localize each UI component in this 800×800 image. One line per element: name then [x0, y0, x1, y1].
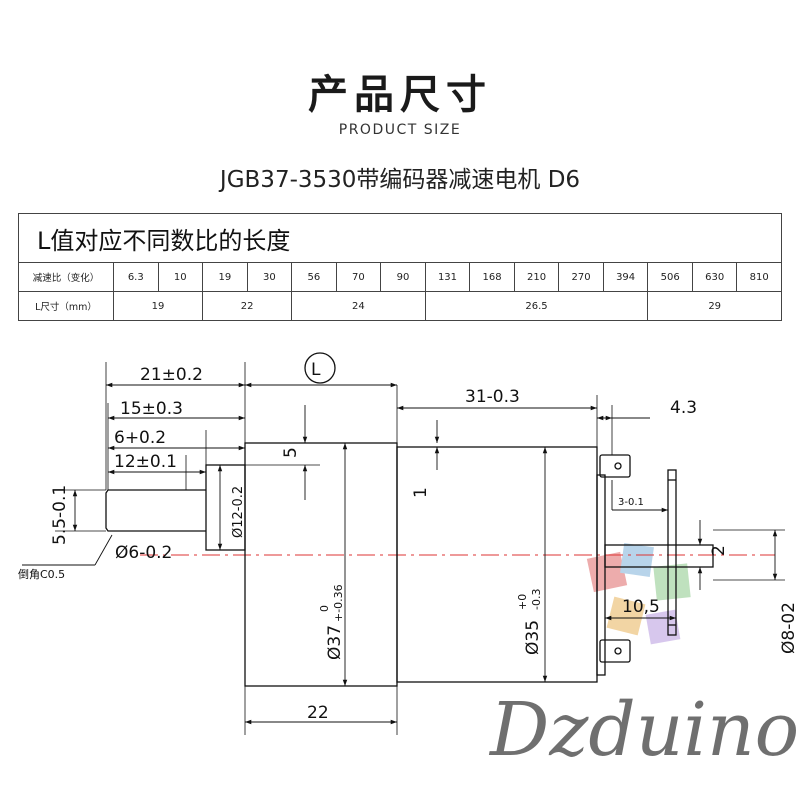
dim-1: 1 [411, 487, 431, 498]
dim-10-5: 10,5 [622, 597, 660, 617]
dim-5: 5 [281, 447, 301, 458]
ratio-cell: 6.3 [113, 262, 159, 292]
encoder-board [596, 474, 606, 676]
dim-phi8: Ø8-02 [779, 602, 799, 654]
page-title: 产品尺寸 [308, 72, 492, 118]
length-cell: 19 [112, 291, 204, 321]
dim-21: 21±0.2 [140, 365, 203, 385]
motor-outline [105, 442, 714, 687]
dim-4-3: 4.3 [670, 398, 697, 418]
ratio-cell: 630 [691, 262, 738, 292]
motor-dimension-drawing: Dzduino [18, 352, 799, 773]
dim-phi12: Ø12-0.2 [231, 486, 246, 538]
motor-body [396, 446, 598, 683]
dim-3: 3-0.1 [618, 497, 644, 508]
ratio-cell: 56 [291, 262, 337, 292]
ratio-cell: 90 [380, 262, 426, 292]
length-cell: 26.5 [424, 291, 649, 321]
dim-6: 6+0.2 [114, 428, 166, 448]
model-name: JGB37-3530带编码器减速电机 D6 [219, 167, 581, 193]
ratio-cell: 30 [246, 262, 293, 292]
dim-22: 22 [307, 703, 329, 723]
dim-phi37-tol-up: 0 [318, 605, 331, 612]
dim-31: 31-0.3 [465, 387, 520, 407]
ratio-cell: 131 [424, 262, 471, 292]
dim-phi35: Ø35 [523, 620, 543, 655]
ratio-cell: 210 [513, 262, 560, 292]
dim-phi37: Ø37 [325, 625, 345, 660]
ratio-cell: 270 [558, 262, 604, 292]
dim-phi35-tol-low: -0.3 [530, 589, 543, 610]
gearbox-body [244, 442, 398, 687]
dim-5-5: 5.5-0.1 [50, 485, 70, 545]
length-cell: 24 [291, 291, 426, 321]
dim-phi37-tol-low: +-0.36 [332, 584, 345, 622]
watermark-logo [586, 543, 691, 645]
dim-2: 2 [709, 545, 729, 556]
watermark-text: Dzduino [488, 687, 799, 773]
ratio-cell: 10 [157, 262, 204, 292]
shaft-boss [205, 464, 246, 551]
dim-l: L [311, 360, 321, 380]
length-cell: 22 [202, 291, 293, 321]
table-heading: L值对应不同数比的长度 [18, 213, 782, 263]
length-row-label: L尺寸（mm） [18, 291, 114, 321]
encoder-shaft [604, 544, 714, 568]
chamfer-note: 倒角C0.5 [18, 568, 65, 581]
ratio-cell: 810 [736, 262, 782, 292]
encoder-disc [667, 469, 677, 636]
ratio-cell: 506 [647, 262, 693, 292]
dim-phi6: Ø6-0.2 [115, 543, 172, 563]
dim-15: 15±0.3 [120, 399, 183, 419]
ratio-cell: 168 [469, 262, 515, 292]
dim-12: 12±0.1 [114, 452, 177, 472]
l-marker-circle [304, 352, 336, 384]
ratio-cell: 70 [335, 262, 382, 292]
length-cell: 29 [647, 291, 782, 321]
ratio-cell: 394 [602, 262, 649, 292]
output-shaft [105, 489, 206, 532]
page-subtitle: PRODUCT SIZE [338, 122, 462, 138]
dim-phi35-tol-up: +0 [516, 594, 529, 610]
ratio-row-label: 减速比（变化） [18, 262, 114, 292]
ratio-cell: 19 [202, 262, 248, 292]
